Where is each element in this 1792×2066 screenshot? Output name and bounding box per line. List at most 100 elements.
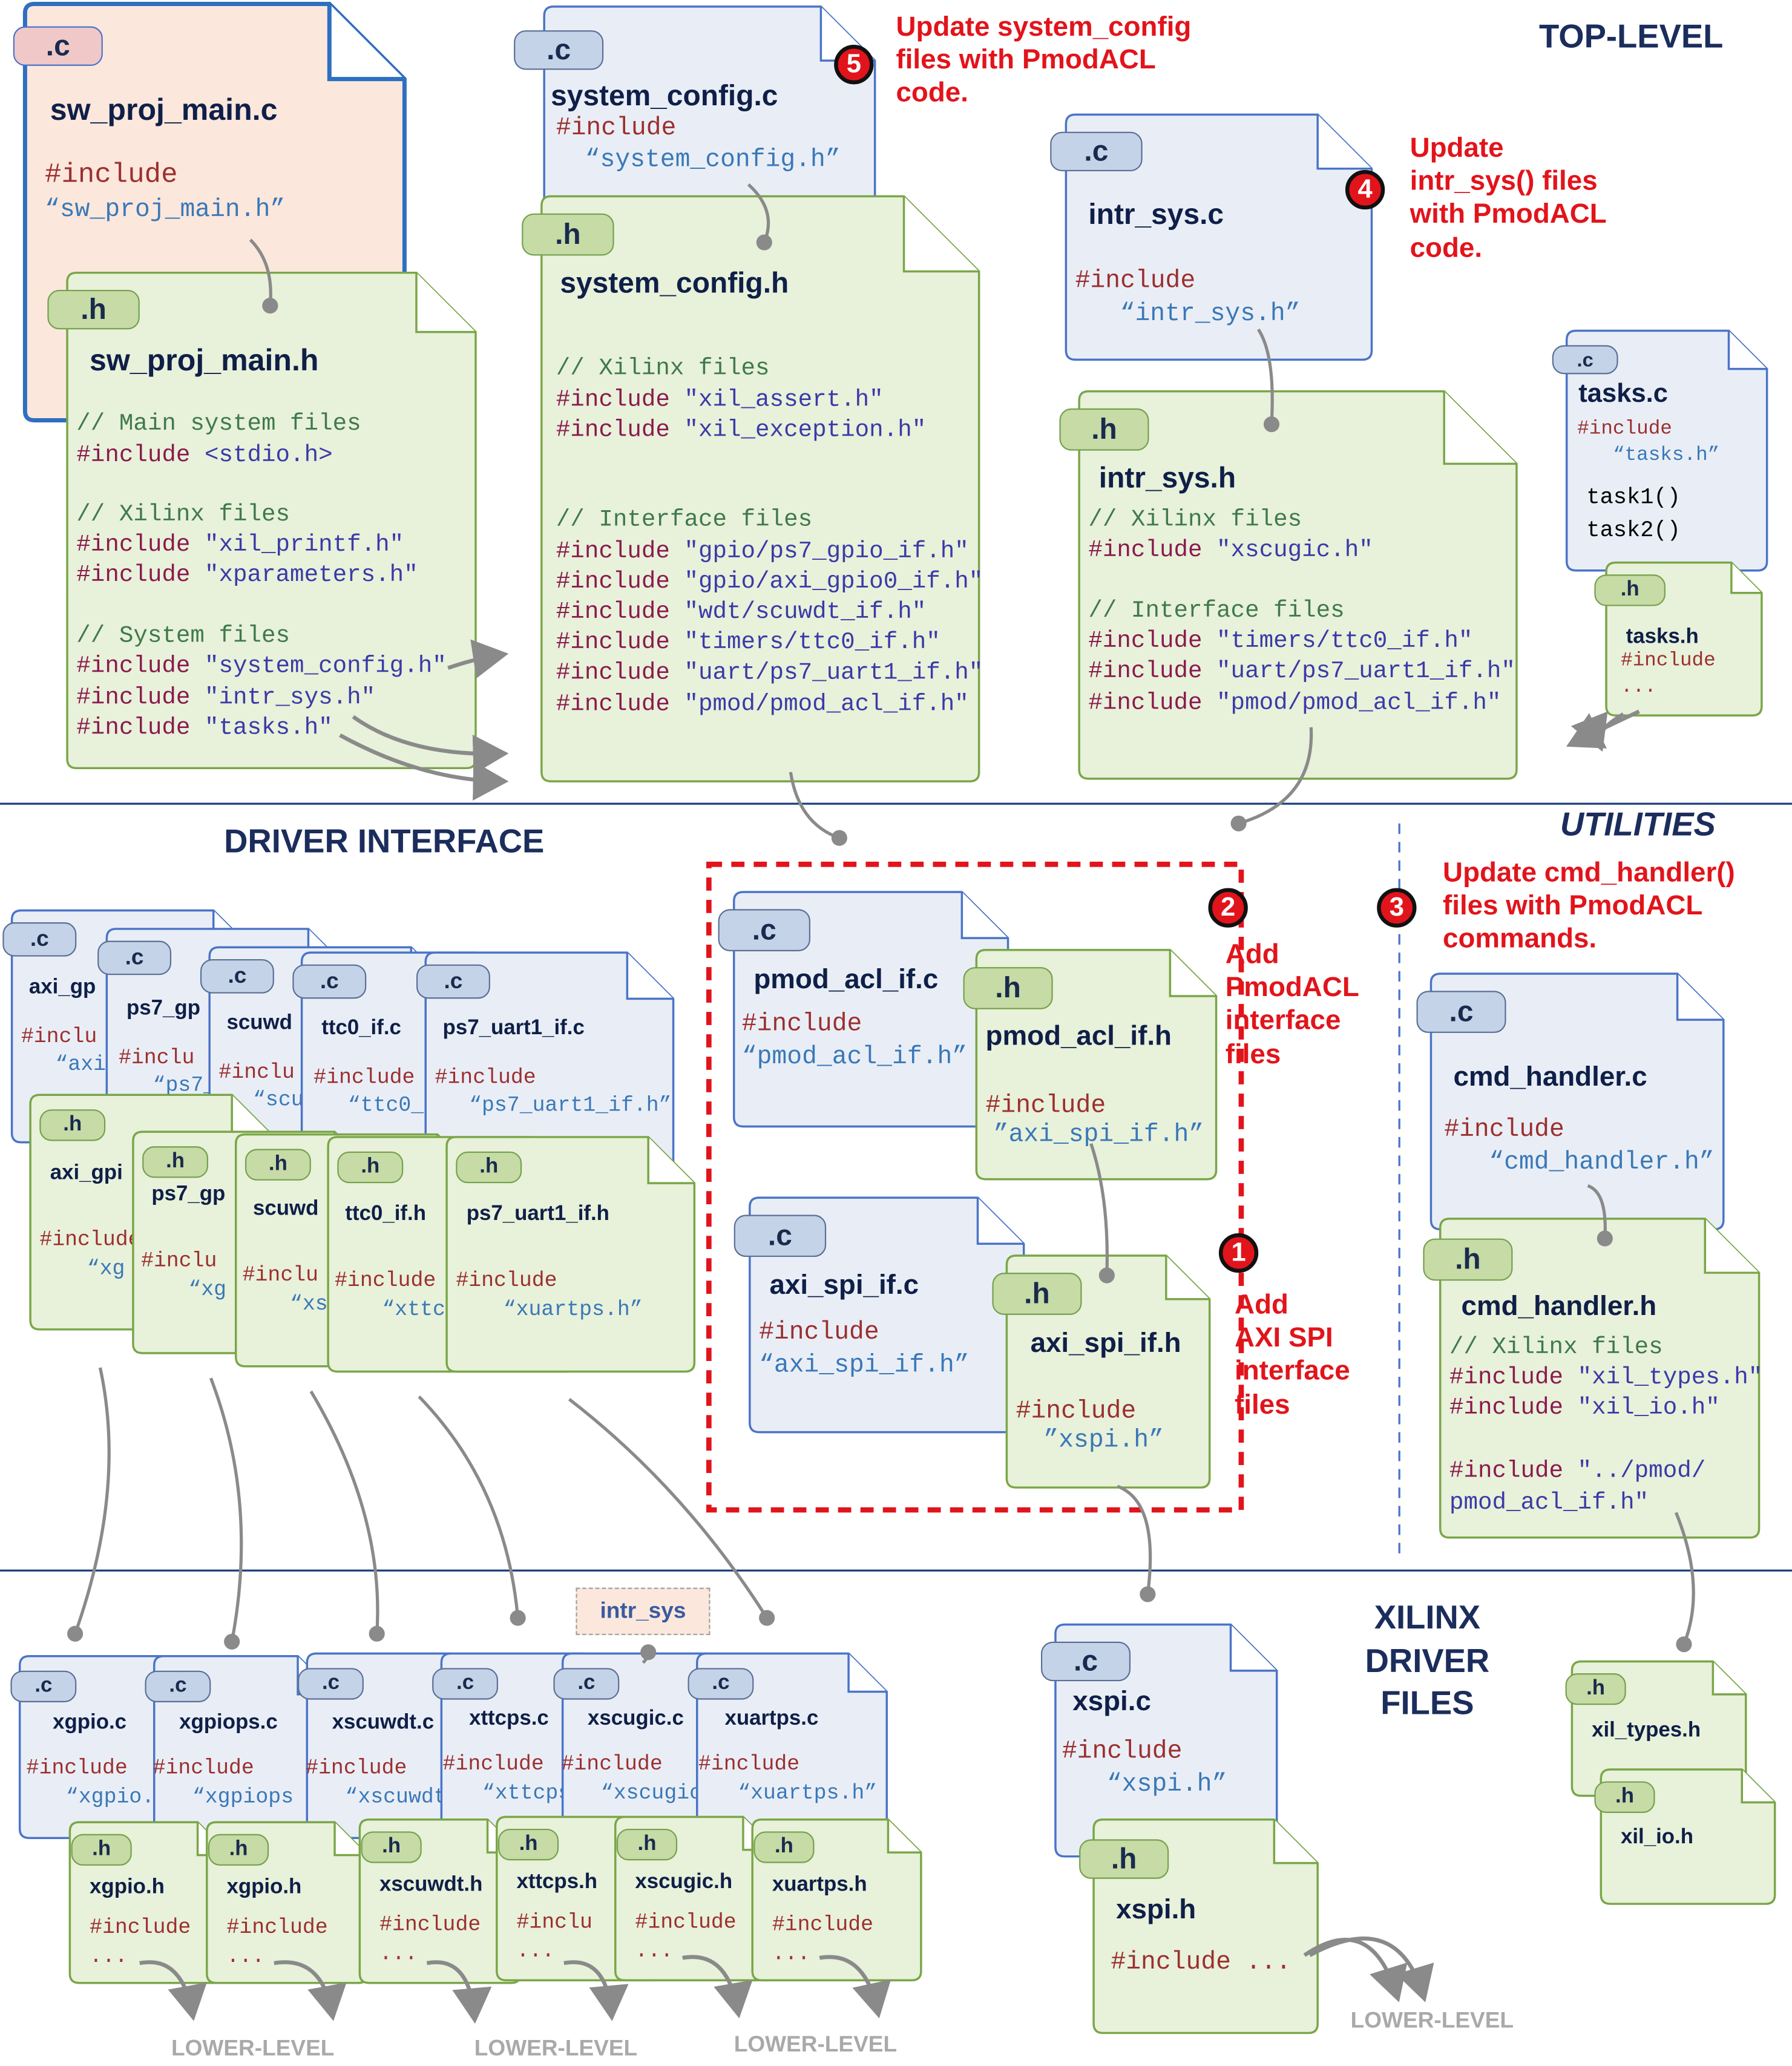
include-arrow: [274, 1960, 347, 2021]
file-name: xgpiops.c: [179, 1711, 278, 1734]
include-connector: [789, 772, 840, 840]
include-arrow: [1303, 1938, 1408, 2002]
cmd-handler-h-file[interactable]: [1439, 1218, 1761, 1539]
include-target: “axi_spi_if.h”: [759, 1350, 970, 1380]
include-directive: #include: [556, 113, 677, 143]
page-fold: [1676, 973, 1724, 1021]
driver-if-h-file-4[interactable]: [445, 1136, 696, 1373]
source-file-tab: .c: [145, 1670, 211, 1702]
include-target: “xscuwdt.: [345, 1785, 459, 1809]
include-line: #include "uart/ps7_uart1_if.h": [556, 660, 983, 688]
source-file-tab: .c: [432, 1668, 498, 1700]
include-directive: #inclu: [218, 1060, 295, 1084]
comment-line: // Xilinx files: [76, 502, 290, 529]
include-line: #include "tasks.h": [76, 715, 332, 743]
intr-sys-h-file-shape: [1078, 390, 1518, 780]
step-2-line: interface: [1225, 1006, 1341, 1037]
include-connector: [418, 1395, 520, 1618]
page-fold: [1273, 1819, 1318, 1864]
include-directive: #inclu: [516, 1910, 592, 1935]
step-3-note: Update cmd_handler() files with PmodACL …: [1443, 856, 1735, 956]
include-directive: #include: [26, 1756, 128, 1780]
page-body: [1065, 113, 1373, 361]
source-file-tab: .c: [688, 1668, 754, 1700]
include-directive: #include: [556, 629, 684, 657]
sw-proj-main-h-file-shape: [66, 271, 477, 770]
include-directive: #include: [556, 418, 684, 444]
connector-dot: [1140, 1586, 1156, 1602]
step-3-badge: 3: [1377, 888, 1417, 928]
include-target: "xil_assert.h": [684, 387, 884, 414]
xilinx-c-file-5-shape: [696, 1652, 888, 1839]
include-target: “tasks.h”: [1612, 444, 1720, 467]
page-body: [540, 195, 980, 782]
include-directive: #include: [76, 532, 205, 559]
ellipsis: ...: [90, 1944, 128, 1969]
intr-sys-c-file[interactable]: [1065, 113, 1373, 361]
include-line: #include "xil_io.h": [1449, 1395, 1720, 1423]
include-directive: #include: [442, 1752, 544, 1776]
include-target: “pmod_acl_if.h”: [741, 1042, 968, 1072]
include-directive: #include: [1016, 1396, 1137, 1426]
header-file-tab: .h: [208, 1834, 269, 1866]
step-4-line: Update: [1410, 133, 1504, 163]
include-target: “xttc: [382, 1297, 445, 1322]
file-name: xgpio.h: [90, 1876, 165, 1899]
header-file-tab: .h: [522, 213, 614, 256]
include-directive: #include: [1444, 1114, 1564, 1144]
file-name: xscugic.c: [588, 1707, 684, 1730]
step-1-note: Add AXI SPI interface files: [1235, 1288, 1350, 1421]
include-directive: #include: [1449, 1365, 1578, 1392]
header-file-tab: .h: [142, 1146, 208, 1178]
intr-sys-h-file[interactable]: [1078, 390, 1518, 780]
include-connector: [1587, 1184, 1607, 1239]
include-connector: [1257, 328, 1274, 425]
step-5-line: code.: [896, 78, 968, 109]
step-4-note: Update intr_sys() files with PmodACL cod…: [1410, 132, 1607, 264]
include-connector: [309, 1390, 379, 1634]
include-connector: [73, 1367, 111, 1635]
include-target: “ps7_uart1_if.h”: [469, 1094, 672, 1118]
page-fold: [960, 891, 1008, 939]
page-body: [1439, 1218, 1761, 1539]
include-target: "timers/ttc0_if.h": [1216, 628, 1473, 655]
include-directive: #include: [456, 1268, 557, 1293]
source-file-tab: .c: [1416, 991, 1506, 1033]
include-target: "uart/ps7_uart1_if.h": [684, 660, 983, 687]
include-target: “xgpiops: [192, 1785, 294, 1809]
include-directive: #include: [226, 1915, 328, 1940]
source-file-tab: .c: [2, 922, 77, 957]
lower-level-label: LOWER-LEVEL: [474, 2035, 638, 2061]
include-directive: #inclu: [21, 1025, 97, 1049]
include-connector: [568, 1398, 769, 1619]
include-directive: #include: [556, 660, 684, 687]
file-name: xil_types.h: [1592, 1719, 1701, 1742]
include-line: #include "../pmod/: [1449, 1458, 1705, 1486]
cmd-handler-c-file[interactable]: [1429, 972, 1725, 1231]
sw-proj-main-h-file[interactable]: [66, 271, 477, 770]
file-name: tasks.c: [1578, 379, 1669, 408]
include-directive: #include: [76, 442, 205, 470]
file-name: tasks.h: [1626, 626, 1699, 649]
xilinx-c-file-5[interactable]: [696, 1652, 888, 1839]
header-file-tab: .h: [753, 1831, 815, 1863]
include-line: #include "xscugic.h": [1088, 537, 1373, 565]
system-config-h-file[interactable]: [540, 195, 980, 782]
tasks-c-file[interactable]: [1565, 329, 1768, 572]
include-directive: #include: [76, 685, 205, 712]
connector-dot: [1263, 416, 1280, 433]
include-target: "pmod/pmod_acl_if.h": [684, 692, 969, 718]
header-file-tab: .h: [963, 967, 1053, 1009]
file-name: xuartps.h: [772, 1873, 867, 1897]
include-line: #include "timers/ttc0_if.h": [1088, 629, 1472, 657]
file-name: intr_sys.h: [1098, 461, 1236, 494]
step-4-badge: 4: [1345, 169, 1385, 210]
source-file-tab: .c: [97, 940, 172, 976]
connector-dot: [1597, 1230, 1613, 1247]
include-directive: #include: [561, 1752, 663, 1776]
include-line: #include "xil_printf.h": [76, 533, 404, 560]
file-name: pmod_acl_if.c: [753, 964, 939, 995]
include-target: “xg: [87, 1257, 125, 1281]
include-directive: #include: [335, 1268, 436, 1293]
